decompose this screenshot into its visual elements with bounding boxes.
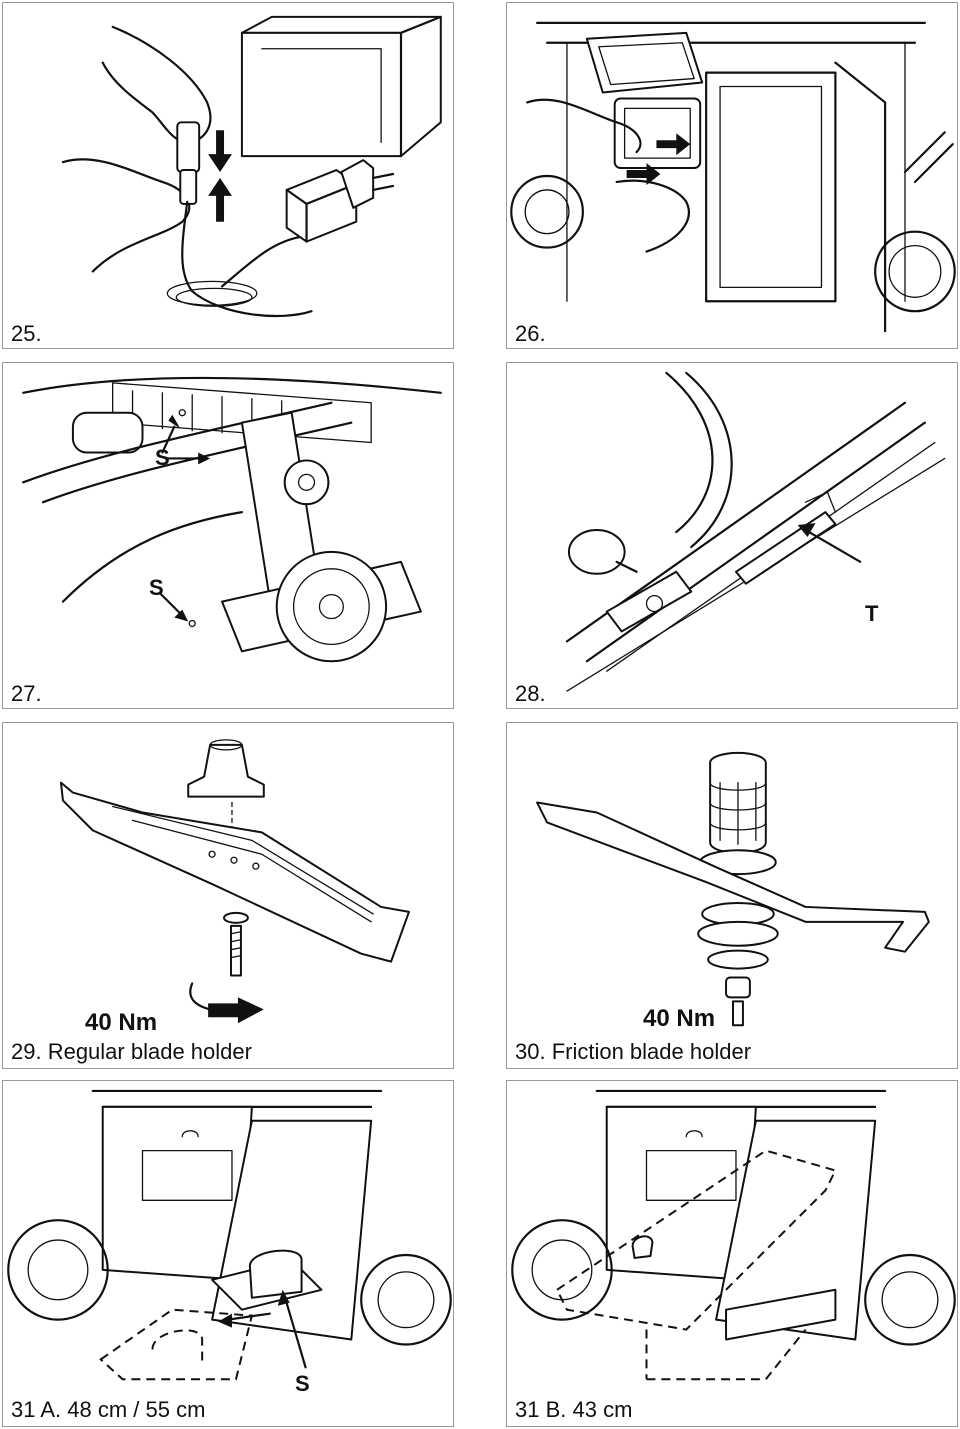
panel-27-screws: S S 27. — [2, 362, 454, 709]
illustration-regular-blade — [59, 739, 410, 1024]
panel-30-friction-blade-holder: 40 Nm 30. Friction blade holder — [506, 722, 958, 1069]
panel-25-charger-connection: 25. — [2, 2, 454, 349]
illustration-mulching-plug-43 — [511, 1089, 956, 1381]
illustration-battery-connector — [510, 21, 956, 333]
illustration-cable-clip — [565, 371, 946, 692]
panel-26-battery-connector: 26. — [506, 2, 958, 349]
callout-label-s: S — [295, 1371, 310, 1396]
callout-label-s: S — [149, 575, 164, 600]
torque-value: 40 Nm — [85, 1009, 158, 1036]
panel-31b-mulching-plug: 31 B. 43 cm — [506, 1080, 958, 1427]
panel-31a-mulching-plug: S 31 A. 48 cm / 55 cm — [2, 1080, 454, 1427]
figure-caption: 31 B. 43 cm — [515, 1397, 633, 1422]
illustration-handle-screws — [22, 376, 442, 663]
figure-caption: 31 A. 48 cm / 55 cm — [11, 1397, 206, 1422]
figure-caption: 27. — [11, 681, 42, 706]
illustration-charger-connection — [61, 15, 442, 318]
callout-label-s: S — [155, 445, 170, 470]
figure-caption: 28. — [515, 681, 546, 706]
figure-caption: 25. — [11, 321, 42, 346]
figure-caption: 30. Friction blade holder — [515, 1039, 752, 1064]
figure-caption: 26. — [515, 321, 546, 346]
callout-label-t: T — [865, 601, 879, 626]
panel-28-cable-clip: T 28. — [506, 362, 958, 709]
panel-29-regular-blade-holder: 40 Nm 29. Regular blade holder — [2, 722, 454, 1069]
illustration-friction-blade — [536, 751, 930, 1027]
illustration-mulching-plug-48-55 — [7, 1089, 452, 1381]
figure-caption: 29. Regular blade holder — [11, 1039, 252, 1064]
torque-value: 40 Nm — [643, 1005, 716, 1032]
